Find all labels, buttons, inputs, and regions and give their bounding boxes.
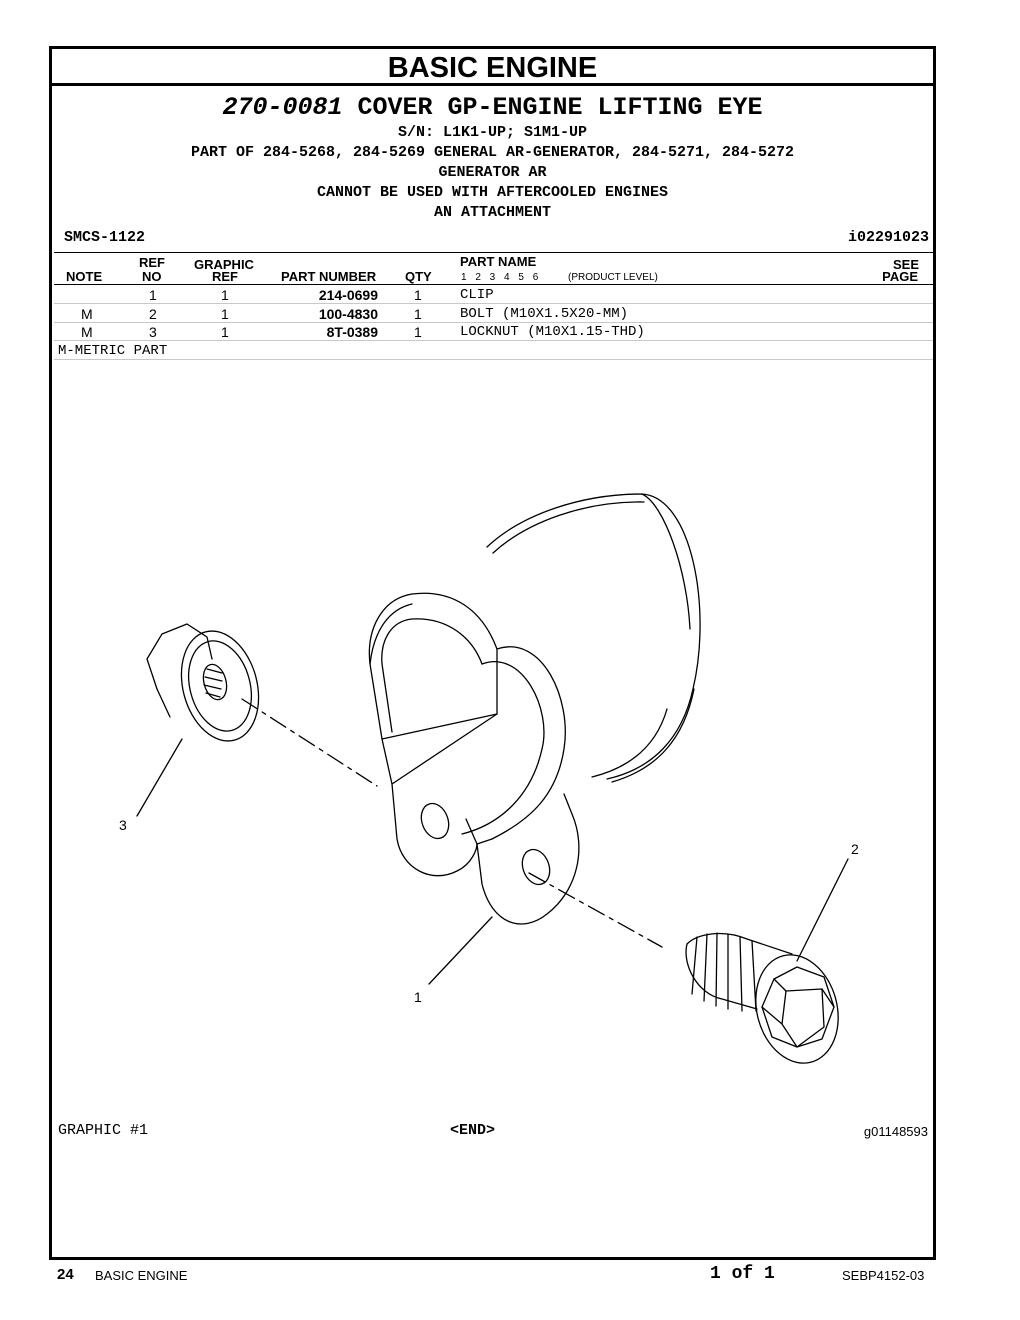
row-note: M bbox=[81, 324, 93, 340]
header-levels: 1 2 3 4 5 6 bbox=[461, 272, 539, 283]
cover-cylinder bbox=[486, 493, 701, 783]
callout-3: 3 bbox=[119, 817, 127, 833]
header-part-name: PART NAME bbox=[460, 254, 537, 269]
row-part-name: LOCKNUT (M10X1.15-THD) bbox=[460, 324, 645, 340]
restriction-line: CANNOT BE USED WITH AFTERCOOLED ENGINES bbox=[316, 184, 669, 201]
footnote-rule bbox=[54, 359, 933, 360]
row-rule bbox=[54, 340, 933, 341]
part-of-line: PART OF 284-5268, 284-5269 GENERAL AR-GE… bbox=[190, 144, 795, 161]
metric-footnote: M-METRIC PART bbox=[58, 343, 168, 359]
clip-ear-rear bbox=[476, 793, 580, 925]
attachment-line: AN ATTACHMENT bbox=[433, 204, 552, 221]
footer-page-number: 24 bbox=[57, 1266, 74, 1283]
bolt bbox=[685, 932, 839, 1064]
callout-2: 2 bbox=[851, 841, 859, 857]
page-frame: BASIC ENGINE 270-0081 COVER GP-ENGINE LI… bbox=[49, 46, 936, 1260]
header-qty: QTY bbox=[405, 269, 432, 284]
footer-document-id: SEBP4152-03 bbox=[842, 1268, 925, 1283]
header-bottom-rule bbox=[54, 284, 933, 285]
row-graphic: 1 bbox=[221, 324, 229, 340]
row-ref: 3 bbox=[149, 324, 157, 340]
end-marker: <END> bbox=[450, 1122, 496, 1139]
clip-band bbox=[368, 592, 566, 845]
callout-leader-1 bbox=[428, 916, 493, 985]
row-part-number: 8T-0389 bbox=[326, 324, 378, 340]
row-qty: 1 bbox=[414, 287, 422, 303]
header-graphic-bottom: REF bbox=[212, 269, 238, 284]
generator-line: GENERATOR AR bbox=[438, 164, 547, 181]
parts-illustration bbox=[136, 493, 849, 1064]
callout-1: 1 bbox=[414, 989, 422, 1005]
graphic-label: GRAPHIC #1 bbox=[58, 1122, 149, 1139]
footer-page-of: 1 of 1 bbox=[710, 1264, 775, 1284]
page-title: 270-0081 COVER GP-ENGINE LIFTING EYE bbox=[52, 93, 933, 123]
header-product-level: (PRODUCT LEVEL) bbox=[568, 272, 658, 283]
row-part-name: BOLT (M10X1.5X20-MM) bbox=[460, 306, 629, 322]
table-top-rule bbox=[54, 252, 933, 253]
row-part-name: CLIP bbox=[460, 287, 494, 303]
locknut-dashed-leader bbox=[241, 698, 378, 787]
header-ref-bottom: NO bbox=[142, 269, 162, 284]
title-part-number: 270-0081 bbox=[222, 93, 343, 122]
header-ref-top: REF bbox=[139, 255, 165, 270]
row-graphic: 1 bbox=[221, 287, 229, 303]
header-see-top: SEE bbox=[892, 257, 919, 272]
row-qty: 1 bbox=[414, 306, 422, 322]
row-qty: 1 bbox=[414, 324, 422, 340]
clip-ear-front bbox=[391, 783, 478, 877]
row-note: M bbox=[81, 306, 93, 322]
row-ref: 2 bbox=[149, 306, 157, 322]
section-banner: BASIC ENGINE bbox=[52, 49, 933, 86]
row-rule bbox=[54, 303, 933, 304]
header-part-number: PART NUMBER bbox=[281, 269, 377, 284]
title-description: COVER GP-ENGINE LIFTING EYE bbox=[357, 93, 763, 122]
graphic-id: g01148593 bbox=[863, 1124, 928, 1139]
header-see-bottom: PAGE bbox=[882, 269, 918, 284]
header-note: NOTE bbox=[66, 269, 103, 284]
illustration-id: i02291023 bbox=[847, 229, 929, 246]
footer-section: BASIC ENGINE bbox=[95, 1268, 188, 1283]
locknut bbox=[146, 623, 260, 742]
row-part-number: 100-4830 bbox=[318, 306, 378, 322]
callout-leader-3 bbox=[136, 738, 183, 817]
callout-leader-2 bbox=[796, 858, 849, 962]
smcs-code: SMCS-1122 bbox=[64, 229, 146, 246]
row-rule bbox=[54, 322, 933, 323]
serial-numbers: S/N: L1K1-UP; S1M1-UP bbox=[397, 124, 588, 141]
row-ref: 1 bbox=[149, 287, 157, 303]
bolt-dashed-leader bbox=[528, 872, 663, 948]
row-graphic: 1 bbox=[221, 306, 229, 322]
header-graphic-top: GRAPHIC bbox=[194, 257, 254, 272]
row-part-number: 214-0699 bbox=[318, 287, 378, 303]
